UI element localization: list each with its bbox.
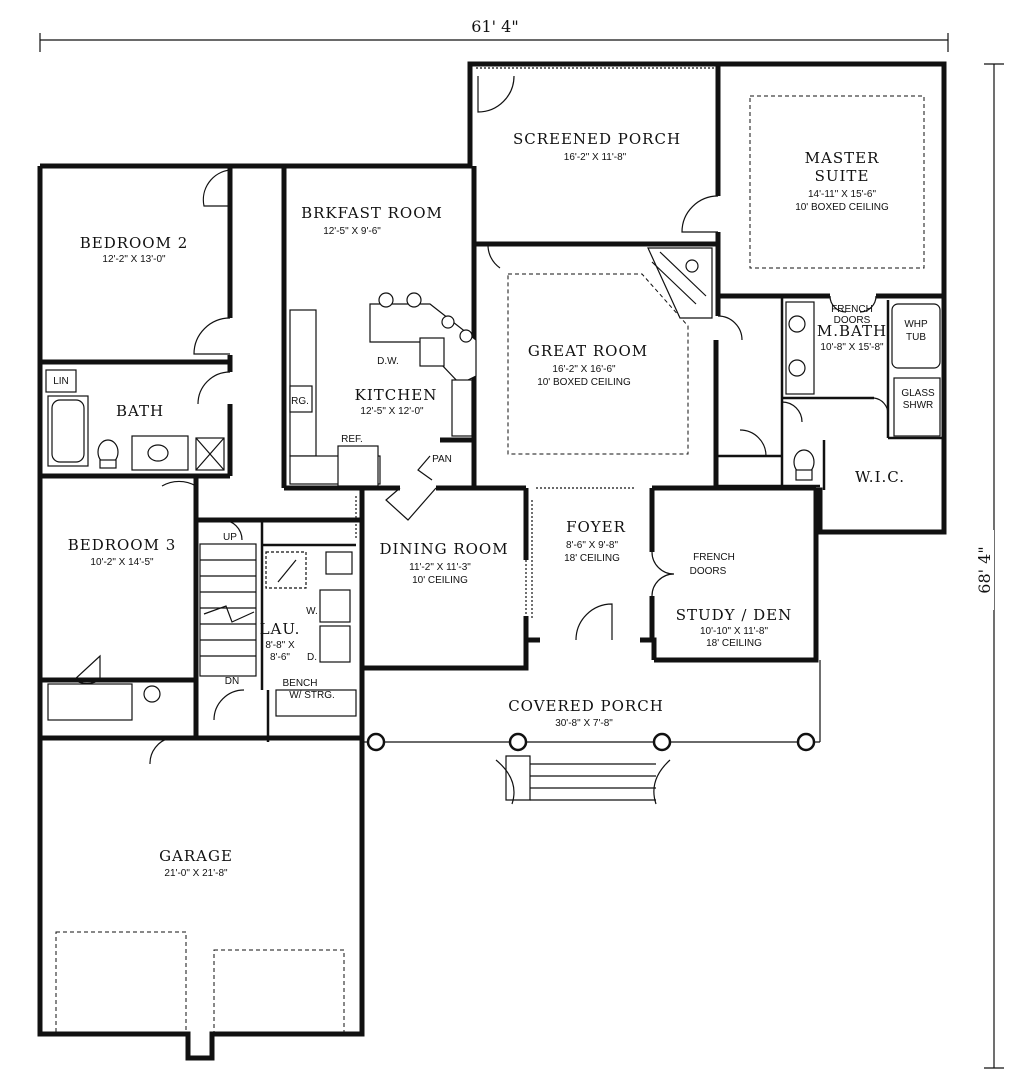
foyer-note: 18' CEILING (564, 553, 620, 564)
fireplace-icon (647, 247, 713, 319)
mbath-name: M.BATH (817, 322, 887, 340)
covered-porch (362, 660, 821, 805)
garage-name: GARAGE (159, 847, 233, 865)
lau-size-2: 8'-6" (270, 652, 290, 663)
master-suite-name-2: SUITE (815, 167, 870, 185)
openings (355, 487, 636, 618)
mbath-size: 10'-8" X 15'-8" (820, 342, 884, 353)
bedroom2-size: 12'-2" X 13'-0" (102, 254, 166, 265)
bath-name: BATH (116, 402, 164, 420)
french-doors-label-1: FRENCH (831, 304, 873, 315)
covered-porch-name: COVERED PORCH (508, 697, 664, 715)
interior-walls (40, 64, 944, 742)
brkfast-size: 12'-5" X 9'-6" (323, 226, 381, 237)
room-labels: SCREENED PORCH 16'-2" X 11'-8" MASTER SU… (68, 130, 905, 879)
screened-porch-name: SCREENED PORCH (513, 130, 681, 148)
lau-size-1: 8'-8" X (265, 640, 295, 651)
dn-label: DN (225, 676, 239, 687)
kitchen-name: KITCHEN (355, 386, 438, 404)
bedroom3-size: 10'-2" X 14'-5" (90, 557, 154, 568)
brkfast-name: BRKFAST ROOM (301, 204, 443, 222)
bench-storage (275, 689, 357, 717)
glass-shwr-label-1: GLASS (901, 388, 935, 399)
fixture-labels: FRENCH DOORS FRENCH DOORS WHP TUB GLASS … (53, 304, 935, 701)
great-room-note: 10' BOXED CEILING (537, 377, 631, 388)
whp-tub-label-1: WHP (904, 319, 928, 330)
overall-width-dimension: 61' 4" (39, 14, 949, 52)
covered-porch-size: 30'-8" X 7'-8" (555, 718, 613, 729)
stairs (199, 543, 257, 677)
overall-width-label: 61' 4" (471, 17, 518, 36)
dining-size: 11'-2" X 11'-3" (409, 562, 471, 573)
foyer-name: FOYER (566, 518, 626, 536)
dining-name: DINING ROOM (379, 540, 508, 558)
bedroom2-name: BEDROOM 2 (80, 234, 189, 252)
overall-depth-label: 68' 4" (975, 546, 994, 593)
dining-note: 10' CEILING (412, 575, 468, 586)
lin-label: LIN (53, 376, 69, 387)
master-bath-fixtures (785, 301, 941, 481)
glass-shwr-label-2: SHWR (903, 400, 934, 411)
great-room-boxed-ceiling (507, 273, 689, 455)
study-size: 10'-10" X 11'-8" (700, 626, 768, 637)
foyer-size: 8'-6" X 9'-8" (566, 540, 619, 551)
washer-label: W. (306, 606, 318, 617)
screened-porch-size: 16'-2" X 11'-8" (564, 152, 627, 163)
bedroom3-closet (47, 683, 133, 721)
garage-door-left (55, 931, 187, 1035)
rg-label: RG. (291, 396, 309, 407)
kitchen-counters (289, 292, 477, 487)
dryer-label: D. (307, 652, 317, 663)
garage-door-right (213, 949, 345, 1035)
garage-size: 21'-0" X 21'-8" (164, 868, 228, 879)
master-suite-name-1: MASTER (805, 149, 880, 167)
up-label: UP (223, 532, 237, 543)
study-note: 18' CEILING (706, 638, 762, 649)
master-boxed-ceiling (749, 95, 925, 269)
door-swings (72, 75, 889, 765)
dw-label: D.W. (377, 356, 399, 367)
master-suite-size: 14'-11" X 15'-6" (808, 189, 876, 200)
water-heater-icon (143, 685, 161, 703)
kitchen-size: 12'-5" X 12'-0" (360, 406, 424, 417)
french-doors-label-2: DOORS (834, 315, 871, 326)
study-french-doors-label-2: DOORS (690, 566, 727, 577)
study-french-doors-label-1: FRENCH (693, 552, 735, 563)
great-room-name: GREAT ROOM (528, 342, 648, 360)
wic-name: W.I.C. (855, 468, 905, 486)
study-name: STUDY / DEN (676, 606, 793, 624)
exterior-walls (37, 61, 947, 1061)
bath-fixtures (45, 369, 225, 471)
ref-label: REF. (341, 434, 363, 445)
great-room-size: 16'-2" X 16'-6" (552, 364, 616, 375)
bedroom3-name: BEDROOM 3 (68, 536, 177, 554)
bench-label-1: BENCH (282, 678, 317, 689)
laundry-appliances (265, 551, 353, 663)
overall-depth-dimension: 68' 4" (972, 63, 1004, 1069)
lau-name: LAU. (260, 620, 301, 638)
bench-label-2: W/ STRG. (289, 690, 335, 701)
master-suite-note: 10' BOXED CEILING (795, 202, 889, 213)
pan-label: PAN (432, 454, 452, 465)
whp-tub-label-2: TUB (906, 332, 926, 343)
